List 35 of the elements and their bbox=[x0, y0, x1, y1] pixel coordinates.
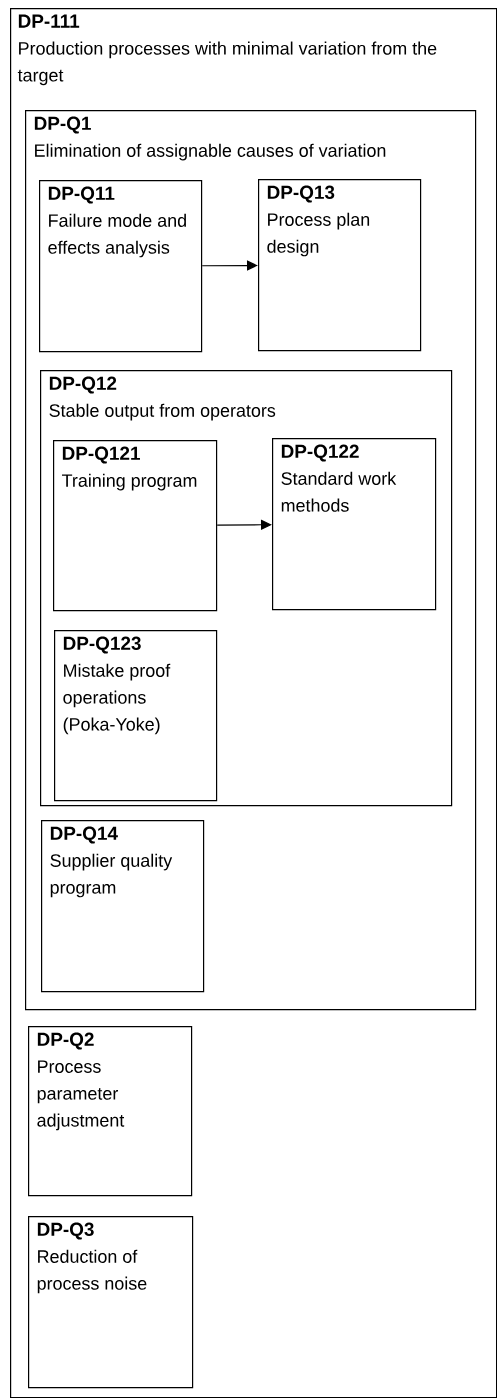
process-box bbox=[272, 438, 437, 611]
process-box bbox=[258, 179, 422, 352]
node-heading: DP-Q123 bbox=[63, 636, 141, 654]
process-box bbox=[54, 630, 218, 802]
node-heading: DP-Q3 bbox=[37, 1222, 94, 1240]
node-heading: DP-Q121 bbox=[62, 446, 140, 464]
node-description: Standard work methods bbox=[281, 471, 397, 512]
node-heading: DP-Q12 bbox=[49, 376, 117, 394]
node-description: Process parameter adjustment bbox=[37, 1060, 125, 1131]
process-box bbox=[28, 1026, 193, 1197]
node-description: Production processes with minimal variation from the target bbox=[17, 41, 437, 86]
node-heading: DP-Q14 bbox=[50, 826, 118, 844]
process-box bbox=[40, 370, 453, 807]
process-box bbox=[39, 180, 203, 353]
process-box bbox=[28, 1216, 194, 1389]
node-heading: DP-Q11 bbox=[48, 186, 115, 204]
arrow bbox=[201, 260, 258, 271]
process-box bbox=[10, 8, 497, 1398]
node-description: Process plan design bbox=[267, 212, 370, 257]
node-description: Training program bbox=[62, 473, 197, 491]
node-description: Mistake proof operations (Poka-Yoke) bbox=[63, 663, 171, 735]
node-heading: DP-Q122 bbox=[281, 444, 359, 462]
node-heading: DP-Q1 bbox=[34, 116, 91, 134]
node-description: Supplier quality program bbox=[50, 853, 173, 898]
process-box bbox=[41, 820, 205, 993]
process-box bbox=[25, 110, 477, 1011]
arrow bbox=[216, 519, 272, 530]
process-box bbox=[53, 440, 218, 612]
node-description: Reduction of process noise bbox=[37, 1249, 147, 1294]
node-heading: DP-Q2 bbox=[37, 1032, 94, 1050]
node-heading: DP-Q13 bbox=[267, 185, 335, 203]
node-description: Stable output from operators bbox=[49, 403, 276, 421]
node-description: Failure mode and effects analysis bbox=[48, 213, 186, 258]
node-description: Elimination of assignable causes of variation bbox=[35, 143, 386, 161]
node-heading: DP-111 bbox=[18, 14, 80, 28]
